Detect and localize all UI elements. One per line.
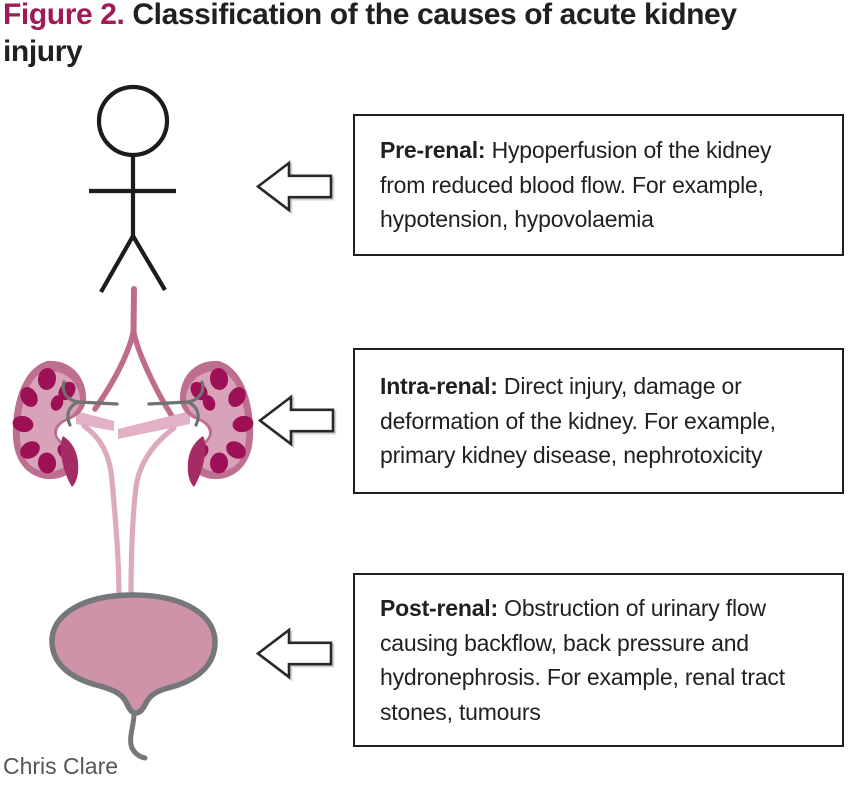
bladder-icon: [49, 592, 218, 761]
left-arrow-icon: [255, 160, 333, 213]
left-arrow-icon: [257, 394, 335, 447]
kidney-left-icon: [12, 360, 119, 487]
post-renal-label: Post-renal:: [380, 595, 498, 621]
ureters-icon: [81, 423, 177, 600]
renal-vessel-icon: [92, 286, 175, 419]
post-renal-text: Post-renal: Obstruction of urinary flow …: [380, 591, 785, 729]
pre-renal-text: Pre-renal: Hypoperfusion of the kidney f…: [380, 133, 771, 237]
stick-figure-icon: [89, 84, 176, 294]
pre-renal-box: Pre-renal: Hypoperfusion of the kidney f…: [353, 114, 844, 256]
figure-number-label: Figure 2.: [3, 0, 125, 31]
intra-renal-description: Direct injury, damage or deformation of …: [380, 373, 776, 469]
illustrator-credit: Chris Clare: [3, 753, 119, 779]
renal-vein-left: [76, 411, 114, 431]
intra-renal-label: Intra-renal:: [380, 373, 498, 400]
figure-title: Figure 2. Classification of the causes o…: [3, 0, 847, 70]
post-renal-description: Obstruction of urinary flow causing back…: [380, 595, 785, 725]
intra-renal-text: Intra-renal: Direct injury, damage or de…: [380, 369, 776, 473]
left-arrow-icon: [255, 627, 333, 680]
intra-renal-box: Intra-renal: Direct injury, damage or de…: [353, 348, 844, 494]
renal-vein-right: [118, 411, 190, 439]
pre-renal-label: Pre-renal:: [380, 137, 486, 164]
post-renal-box: Post-renal: Obstruction of urinary flow …: [353, 573, 844, 747]
urethra-icon: [128, 711, 148, 761]
pre-renal-description: Hypoperfusion of the kidney from reduced…: [380, 137, 772, 233]
figure-title-text: Classification of the causes of acute ki…: [3, 0, 737, 68]
